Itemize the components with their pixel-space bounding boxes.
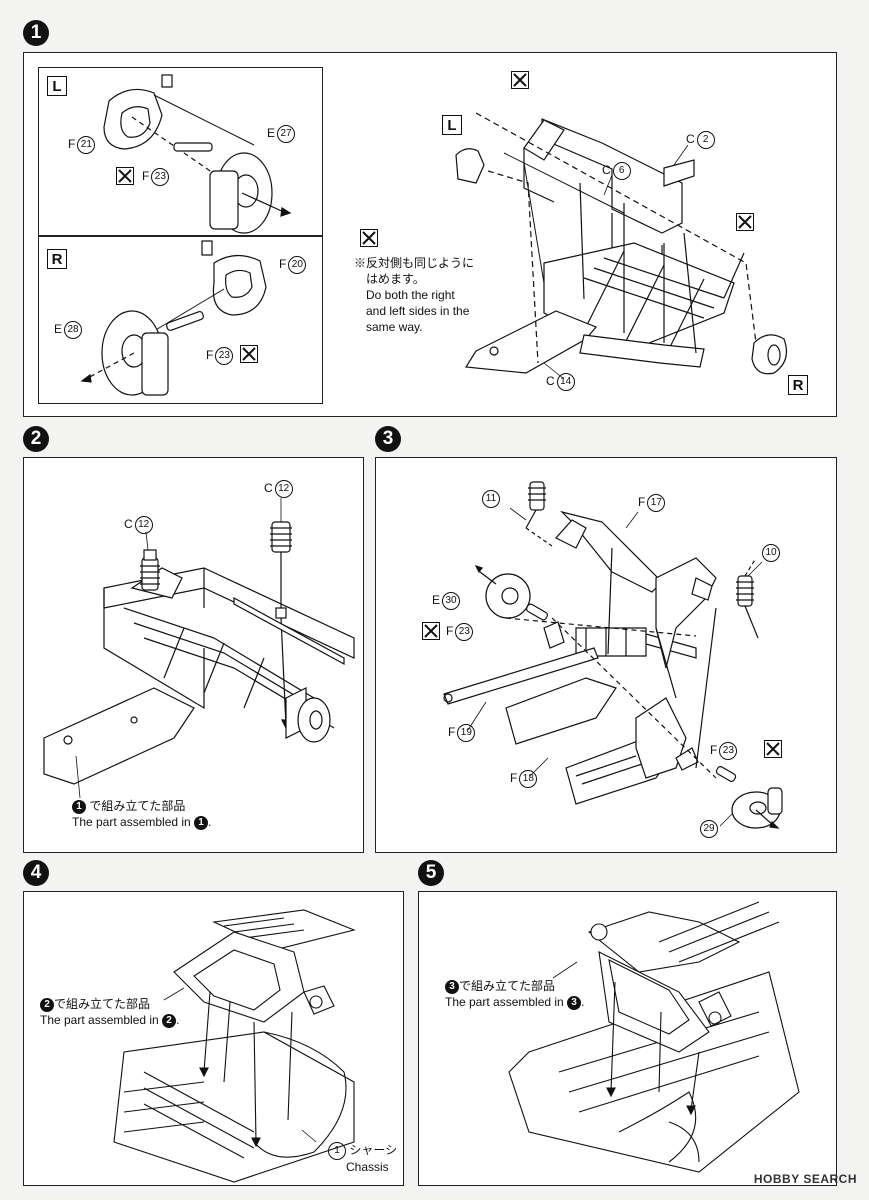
step-5-drawing <box>508 901 800 1173</box>
left-side-marker-assembly: L <box>442 115 462 135</box>
both-sides-note: ※反対側も同じように はめます。 Do both the right and l… <box>354 256 475 334</box>
step-1-panel: L R <box>23 52 837 417</box>
part-label-29: 29 <box>698 820 718 838</box>
cement-not-required-icon <box>422 622 440 640</box>
step-3-badge: 3 <box>375 426 401 452</box>
part-label-11: 11 <box>480 490 500 508</box>
cement-not-required-icon <box>511 71 529 89</box>
cement-not-required-icon <box>116 167 134 185</box>
cement-not-required-icon <box>764 740 782 758</box>
step-4-drawing <box>113 909 356 1183</box>
cement-not-required-icon <box>360 229 378 247</box>
step-3-drawing <box>443 481 783 829</box>
right-side-marker-assembly: R <box>788 375 808 395</box>
cement-not-required-icon <box>240 345 258 363</box>
right-side-marker: R <box>47 249 67 269</box>
step-2-badge: 2 <box>23 426 49 452</box>
assembled-in-step-1-note: 1 で組み立てた部品 The part assembled in 1. <box>72 799 212 830</box>
step-1-drawing <box>80 74 787 396</box>
left-side-marker: L <box>47 76 67 96</box>
part-label-10: 10 <box>760 544 780 562</box>
step-5-badge: 5 <box>418 860 444 886</box>
step-1-badge: 1 <box>23 20 49 46</box>
part-label-chassis: 1 シャーシ Chassis <box>326 1142 397 1175</box>
step-4-badge: 4 <box>23 860 49 886</box>
hobby-search-watermark: HOBBY SEARCH <box>753 1172 857 1186</box>
cement-not-required-icon <box>736 213 754 231</box>
step-2-drawing <box>43 498 355 799</box>
